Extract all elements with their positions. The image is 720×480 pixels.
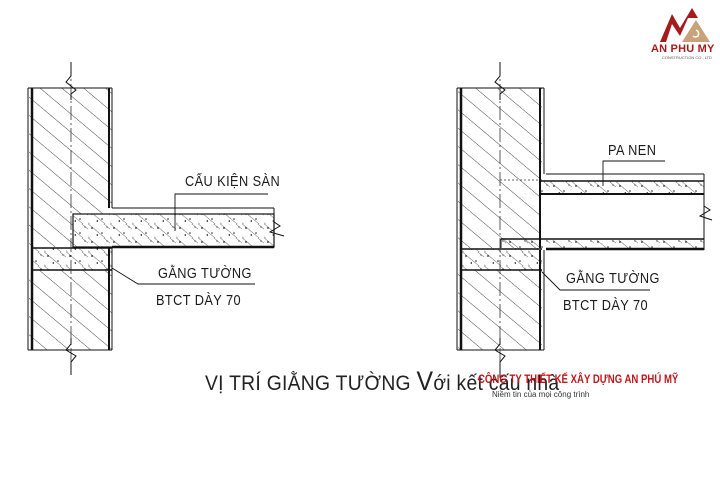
right-beam-label-2: BTCT DÀY 70 xyxy=(563,297,648,314)
break-symbol-icon xyxy=(494,62,506,100)
watermark-slogan: Niềm tin của mọi công trình xyxy=(492,390,590,399)
left-slab xyxy=(72,213,275,248)
left-wall-upper xyxy=(29,88,112,214)
left-wall-lower xyxy=(29,270,112,350)
title-big-letter: V xyxy=(416,366,434,396)
right-panel-bottom-plank xyxy=(501,240,704,249)
break-symbol-icon xyxy=(65,62,77,100)
logo-subtitle: CONSTRUCTION CO., LTD xyxy=(662,55,712,60)
watermark-company: CÔNG TY THIẾT KẾ XÂY DỰNG AN PHÚ MỸ xyxy=(478,372,679,386)
title-rest: ới kết cấu nhà xyxy=(433,372,560,395)
left-wall-tie-beam xyxy=(33,248,112,270)
right-slab-label: PA NEN xyxy=(608,142,657,159)
title-prefix: VỊ TRÍ GIẰNG TƯỜNG xyxy=(205,372,417,395)
left-slab-label: CẤU KIỆN SÀN xyxy=(185,173,281,190)
break-symbol-icon xyxy=(65,338,77,375)
company-logo-icon xyxy=(660,8,710,42)
left-detail xyxy=(27,62,285,375)
diagram-title: VỊ TRÍ GIẰNG TƯỜNG Với kết cấu nhà xyxy=(205,366,559,397)
logo-name: AN PHU MY xyxy=(651,43,715,55)
right-beam-label-1: GẰNG TƯỜNG xyxy=(566,270,660,287)
break-symbol-icon xyxy=(698,205,713,221)
break-symbol-icon xyxy=(268,221,285,237)
right-panel-top-plank xyxy=(540,181,704,194)
left-beam-label-2: BTCT DÀY 70 xyxy=(156,292,241,309)
right-wall-tie-beam xyxy=(462,249,542,270)
left-beam-label-1: GẰNG TƯỜNG xyxy=(158,265,252,282)
right-detail xyxy=(456,62,713,378)
break-symbol-icon xyxy=(494,338,506,378)
